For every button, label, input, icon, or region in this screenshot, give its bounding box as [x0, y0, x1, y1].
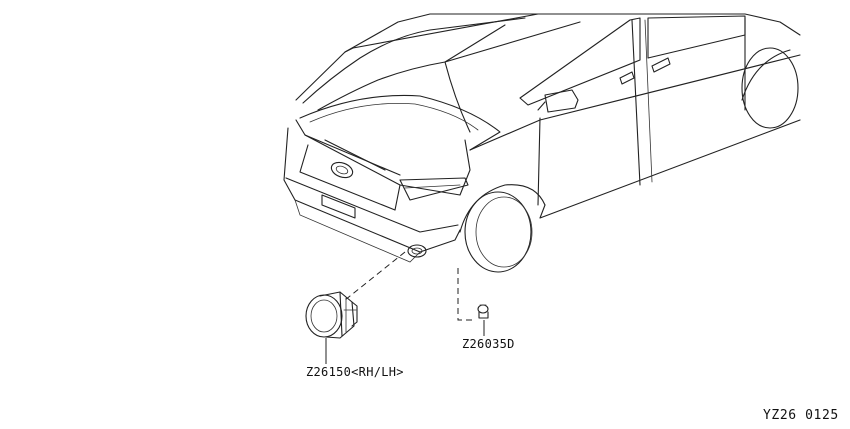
callout-fog-lamp: Z26150<RH/LH>	[306, 365, 404, 379]
clip-icon	[477, 304, 489, 319]
callout-clip: Z26035D	[462, 337, 515, 351]
figure-code: YZ26 0125	[763, 408, 839, 423]
emblem	[330, 161, 354, 179]
fog-lamp-icon	[305, 291, 358, 339]
